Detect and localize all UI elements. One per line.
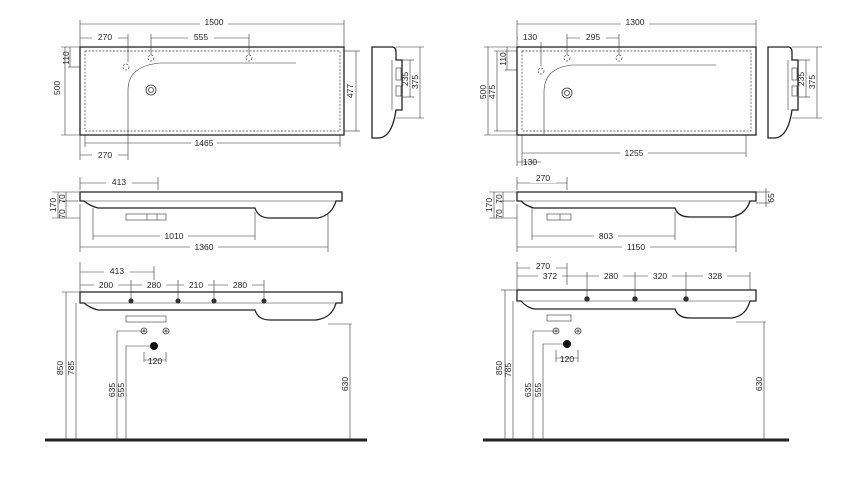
- dim-right-install-trap-spacing: 120: [560, 354, 574, 364]
- left-install-tap-4: [261, 298, 267, 304]
- left-top-hole-3: [245, 54, 253, 62]
- left-basin: 1500 270 555 500 110 477: [45, 17, 424, 442]
- dim-right-front-inner-width: 803: [599, 231, 613, 241]
- dim-left-install-height-trap: 635: [107, 383, 117, 397]
- right-side-profile: [767, 46, 799, 139]
- right-install-tap-2: [632, 296, 638, 302]
- dim-left-install-drain-offset: 413: [110, 266, 124, 276]
- dim-left-bottom-width: 1465: [195, 138, 214, 148]
- dim-left-install-height-bottom: 630: [340, 377, 350, 391]
- dim-right-tap-spacing: 295: [586, 32, 600, 42]
- dim-left-install-spacing-2: 280: [147, 280, 161, 290]
- dim-right-install-spacing-4: 328: [708, 271, 722, 281]
- dim-left-front-rim-top: 70: [57, 194, 67, 204]
- dim-left-front-outer-width: 1360: [195, 242, 214, 252]
- dim-right-front-rim-mid: 70: [494, 209, 504, 219]
- dim-right-front-rim-side: 65: [766, 193, 776, 203]
- left-side-view: 235 375: [371, 46, 424, 139]
- dim-right-depth: 500: [478, 85, 488, 99]
- left-top-inner-dashed: [84, 50, 341, 132]
- dim-right-overall-width: 1300: [626, 17, 645, 27]
- right-top-hole-1: [537, 67, 545, 75]
- dim-right-install-spacing-3: 320: [653, 271, 667, 281]
- right-side-view: 235 375: [767, 46, 822, 139]
- dim-left-install-spacing-4: 280: [233, 280, 247, 290]
- right-install-tap-1: [584, 296, 590, 302]
- right-installation-view: 270 372 280 320 328 850 785: [483, 261, 789, 442]
- dim-left-tap-spacing: 555: [194, 32, 208, 42]
- dim-left-depth: 500: [52, 81, 62, 95]
- left-install-tap-2: [175, 298, 181, 304]
- left-top-hole-2: [147, 54, 155, 62]
- dim-left-install-spacing-3: 210: [189, 280, 203, 290]
- dim-right-front-rim-top: 70: [494, 194, 504, 204]
- right-top-outline: [516, 46, 757, 136]
- dim-right-install-height-trap: 635: [523, 383, 533, 397]
- left-installation-view: 413 200 280 210 280 850 785: [45, 262, 367, 442]
- right-front-profile: [516, 191, 757, 218]
- dim-right-inner-depth: 475: [487, 85, 497, 99]
- dim-right-bracket-height: 235: [796, 72, 806, 86]
- right-front-view: 270 170 70 70 65 803 1150: [484, 173, 776, 252]
- right-install-profile: [516, 289, 757, 319]
- left-top-view: 1500 270 555 500 110 477: [52, 17, 360, 160]
- dim-left-back-offset: 110: [61, 51, 71, 65]
- right-basin: 1300 130 295 500 475 110 130: [478, 17, 822, 442]
- dim-left-install-height-supply: 555: [116, 383, 126, 397]
- dim-right-install-spacing-2: 280: [604, 271, 618, 281]
- dim-left-front-inner-width: 1010: [165, 231, 184, 241]
- dim-right-front-total: 170: [484, 198, 494, 212]
- dim-left-install-height-top: 850: [55, 361, 65, 375]
- dim-right-install-drain-offset: 270: [536, 261, 550, 271]
- dim-right-bottom-offset: 130: [523, 157, 537, 167]
- right-top-inner-dashed: [521, 50, 752, 132]
- dim-right-install-spacing-1: 372: [543, 271, 557, 281]
- dim-left-bottom-offset: 270: [98, 150, 112, 160]
- dim-right-back-offset: 110: [498, 52, 508, 66]
- right-top-view: 1300 130 295 500 475 110 130: [478, 17, 757, 167]
- left-install-tap-1: [128, 298, 134, 304]
- dim-right-install-height-bottom: 630: [754, 377, 764, 391]
- dim-left-first-tap: 270: [98, 32, 112, 42]
- dim-left-front-rim-mid: 70: [57, 209, 67, 219]
- right-top-bowl-line: [543, 64, 716, 135]
- left-side-profile: [371, 46, 403, 139]
- dim-right-install-height-supply: 555: [533, 383, 543, 397]
- dim-left-inner-depth: 477: [345, 84, 355, 98]
- left-top-hole-1: [122, 63, 130, 71]
- right-install-trap: [563, 340, 571, 348]
- dim-right-side-total: 375: [807, 75, 817, 89]
- dim-right-bottom-width: 1255: [625, 148, 644, 158]
- dim-left-side-total: 375: [410, 75, 420, 89]
- left-install-trap: [150, 342, 158, 350]
- right-install-tap-3: [683, 296, 689, 302]
- left-front-profile: [79, 191, 343, 219]
- right-top-hole-2: [563, 54, 571, 62]
- dim-right-drain-offset: 270: [536, 173, 550, 183]
- dim-left-install-spacing-1: 200: [99, 280, 113, 290]
- right-top-hole-3: [615, 54, 623, 62]
- dim-left-overall-width: 1500: [205, 17, 224, 27]
- dim-left-bracket-height: 235: [400, 72, 410, 86]
- left-top-bowl-line: [127, 62, 296, 135]
- dim-right-front-outer-width: 1150: [627, 242, 646, 252]
- right-front-drain: [546, 213, 572, 221]
- dim-right-install-height-top: 850: [494, 361, 504, 375]
- left-install-profile: [79, 291, 343, 321]
- left-install-tap-3: [211, 298, 217, 304]
- left-front-view: 413 170 70 70 1010 1360: [48, 177, 343, 252]
- left-top-outline: [79, 46, 345, 136]
- dim-left-install-trap-spacing: 120: [148, 356, 162, 366]
- dim-right-install-height-rim: 785: [503, 363, 513, 377]
- left-front-drain: [125, 213, 167, 221]
- dim-right-first-tap: 130: [523, 32, 537, 42]
- dim-left-install-height-rim: 785: [66, 361, 76, 375]
- dim-left-front-total: 170: [48, 198, 58, 212]
- dim-left-drain-offset: 413: [112, 177, 126, 187]
